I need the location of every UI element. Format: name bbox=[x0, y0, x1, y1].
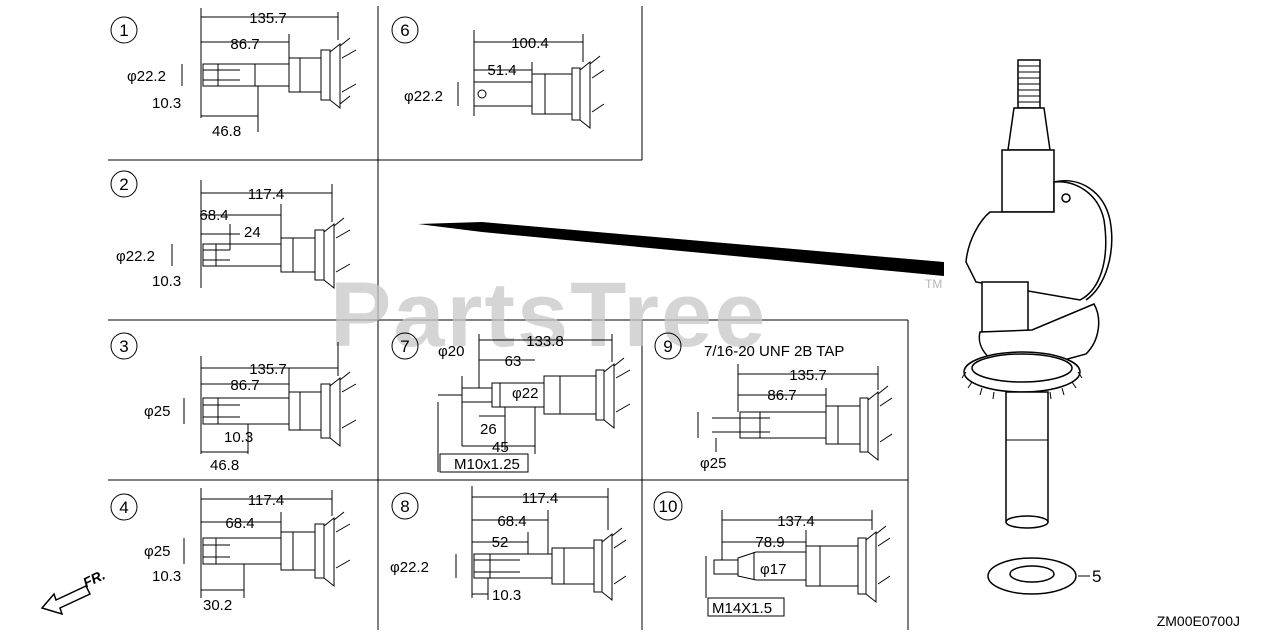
panel-number-circle bbox=[110, 16, 138, 44]
dim-diameter: φ22.2 bbox=[127, 68, 166, 85]
tap-spec: 7/16-20 UNF 2B TAP bbox=[704, 343, 844, 360]
dim-shaft-diameter: φ22 bbox=[512, 385, 538, 402]
panel-number-circle bbox=[391, 332, 419, 360]
dim-overall-length: 100.4 bbox=[511, 35, 549, 52]
panel-number-circle bbox=[391, 492, 419, 520]
panel-number: 7 bbox=[400, 337, 409, 356]
panel-3: 3 135.7 86.7 φ25 10.3 46.8 bbox=[110, 332, 357, 474]
dimension-lines bbox=[183, 367, 338, 453]
panel-10: 10 137.4 78.9 φ17 M14X1.5 bbox=[653, 491, 891, 617]
dim-spline-length: 68.4 bbox=[199, 207, 228, 224]
panel-number: 10 bbox=[659, 497, 678, 516]
dim-overall-length: 133.8 bbox=[526, 333, 564, 350]
pointer-arrow bbox=[418, 222, 944, 276]
dim-spline-length: 51.4 bbox=[487, 62, 516, 79]
panel-9: 9 7/16-20 UNF 2B TAP 135.7 86.7 φ25 bbox=[654, 332, 893, 472]
dim-keyway-length: 52 bbox=[492, 534, 509, 551]
panel-number: 6 bbox=[400, 21, 409, 40]
part-callout: 5 bbox=[1092, 567, 1101, 586]
dim-diameter: φ22.2 bbox=[390, 559, 429, 576]
panel-number: 3 bbox=[119, 337, 128, 356]
dim-keyway: 24 bbox=[244, 224, 261, 241]
dim-spline-length: 78.9 bbox=[755, 534, 784, 551]
panel-6: 6 100.4 51.4 φ22.2 bbox=[391, 16, 605, 130]
dim-offset: 10.3 bbox=[152, 568, 181, 585]
dimension-lines bbox=[707, 519, 872, 617]
panel-number-circle bbox=[110, 332, 138, 360]
dimension-lines bbox=[171, 192, 332, 266]
panel-number-circle bbox=[391, 16, 419, 44]
dim-spline-length: 63 bbox=[505, 353, 522, 370]
dim-overall-length: 135.7 bbox=[249, 10, 287, 27]
dimension-lines bbox=[439, 339, 612, 473]
dim-spline-length: 86.7 bbox=[767, 387, 796, 404]
trademark: TM bbox=[925, 277, 942, 291]
dim-overall-length: 135.7 bbox=[789, 367, 827, 384]
panel-grid bbox=[108, 6, 909, 630]
watermark: PartsTree bbox=[330, 264, 767, 366]
dimension-lines bbox=[181, 16, 338, 117]
shaft-drawing bbox=[437, 334, 631, 472]
panel-number: 9 bbox=[663, 337, 672, 356]
dim-offset: 10.3 bbox=[152, 95, 181, 112]
dim-offset: 10.3 bbox=[224, 429, 253, 446]
panel-number-circle bbox=[653, 491, 683, 521]
shaft-drawing bbox=[712, 364, 893, 462]
dim-offset: 10.3 bbox=[492, 587, 521, 604]
front-arrow: FR. bbox=[40, 566, 108, 616]
dim-overall-length: 135.7 bbox=[249, 361, 287, 378]
dim-overall-length: 117.4 bbox=[522, 490, 558, 507]
dim-keyway: 46.8 bbox=[212, 123, 241, 140]
dim-diameter: φ17 bbox=[760, 561, 786, 578]
dim-offset: 10.3 bbox=[152, 273, 181, 290]
panel-number-circle bbox=[110, 170, 138, 198]
dimension-lines bbox=[183, 498, 332, 591]
dim-diameter: φ22.2 bbox=[404, 88, 443, 105]
thread-spec: M14X1.5 bbox=[712, 600, 772, 617]
dim-overall-length: 117.4 bbox=[248, 186, 284, 203]
panel-number-circle bbox=[110, 493, 138, 521]
dim-keyway: 46.8 bbox=[210, 457, 239, 474]
panel-number: 2 bbox=[119, 175, 128, 194]
panel-1: 1 135.7 86.7 φ22.2 10.3 46.8 bbox=[110, 8, 357, 140]
dim-spline-length: 86.7 bbox=[230, 377, 259, 394]
dim-shoulder: 45 bbox=[492, 439, 509, 456]
crankshaft-illustration bbox=[961, 59, 1113, 595]
panel-8: 8 117.4 68.4 52 φ22.2 10.3 bbox=[390, 486, 627, 604]
dim-diameter: φ25 bbox=[700, 455, 726, 472]
dim-overall-length: 137.4 bbox=[777, 513, 815, 530]
dimension-lines bbox=[697, 373, 878, 452]
thread-spec: M10x1.25 bbox=[454, 456, 520, 473]
shaft-drawing bbox=[473, 30, 605, 130]
dim-spline-length: 68.4 bbox=[225, 515, 254, 532]
dim-pilot-diameter: φ20 bbox=[438, 343, 464, 360]
shaft-drawing bbox=[200, 488, 351, 598]
panel-4: 4 117.4 68.4 φ25 10.3 30.2 bbox=[110, 488, 351, 614]
dimension-lines bbox=[457, 41, 583, 106]
dim-overall-length: 117.4 bbox=[248, 492, 284, 509]
dim-diameter: φ25 bbox=[144, 403, 170, 420]
figure-code: ZM00E0700J bbox=[1157, 613, 1240, 629]
dimension-lines bbox=[455, 496, 608, 595]
panel-number: 1 bbox=[119, 21, 128, 40]
shaft-drawing bbox=[200, 8, 357, 132]
shaft-drawing bbox=[200, 342, 357, 454]
panel-number: 4 bbox=[119, 498, 128, 517]
dim-spline-length: 86.7 bbox=[230, 36, 259, 53]
panel-number: 8 bbox=[400, 497, 409, 516]
panel-number-circle bbox=[654, 332, 682, 360]
dim-spline-length: 68.4 bbox=[497, 513, 526, 530]
panel-2: 2 117.4 68.4 24 φ22.2 10.3 bbox=[110, 170, 351, 290]
panel-7: 7 133.8 φ20 63 φ22 26 45 M10x1.25 bbox=[391, 332, 631, 473]
dim-diameter: φ22.2 bbox=[116, 248, 155, 265]
dim-key-length: 26 bbox=[480, 421, 497, 438]
dim-diameter: φ25 bbox=[144, 543, 170, 560]
dim-keyway: 30.2 bbox=[203, 597, 232, 614]
